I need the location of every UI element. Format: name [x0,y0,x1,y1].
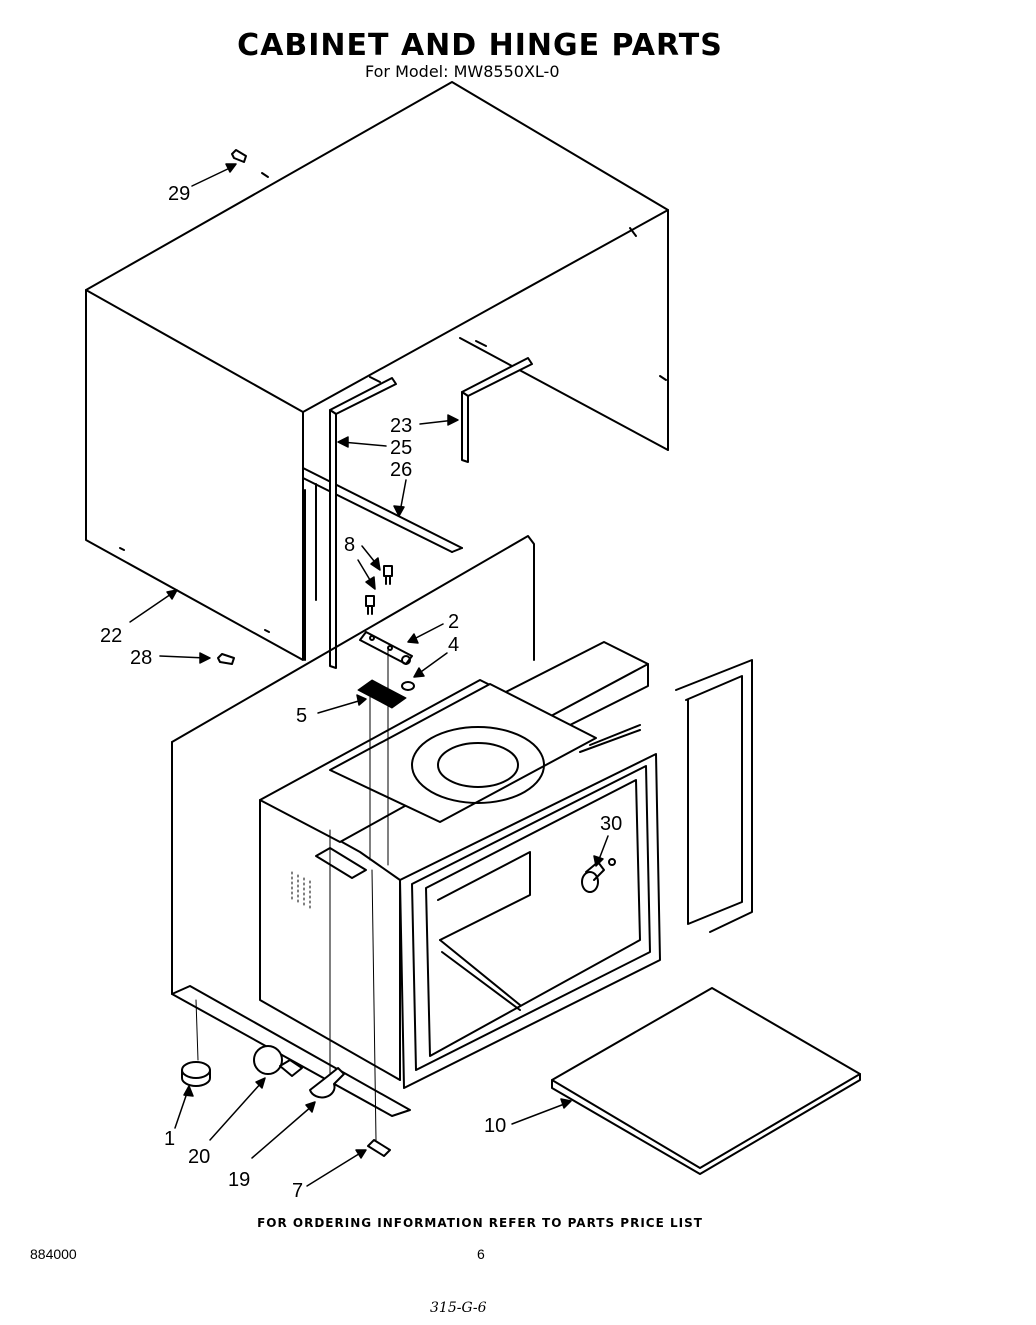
page-number: 6 [477,1246,485,1262]
callout-29: 29 [168,183,190,205]
callout-labels: 29 23 25 26 8 2 4 22 28 5 30 10 1 20 19 … [100,183,622,1202]
callout-28: 28 [130,647,152,669]
model-subtitle: For Model: MW8550XL-0 [365,62,560,81]
callout-22: 22 [100,625,122,647]
callout-25: 25 [390,437,412,459]
leader-lines [129,163,609,1187]
oven-cavity [259,679,661,1089]
diagram-title: CABINET AND HINGE PARTS [237,28,723,63]
callout-4: 4 [448,634,459,656]
handwritten-note: 315-G-6 [430,1300,487,1316]
callout-10: 10 [484,1115,506,1137]
screw-parts [217,149,247,665]
callout-5: 5 [296,705,307,727]
panel-part-10 [551,987,861,1175]
callout-19: 19 [228,1169,250,1191]
callout-7: 7 [292,1180,303,1202]
strip-part-25 [329,377,397,669]
ordering-footer: FOR ORDERING INFORMATION REFER TO PARTS … [257,1216,703,1230]
callout-2: 2 [448,611,459,633]
cabinet-wrapper [85,81,669,661]
callout-23: 23 [390,415,412,437]
callout-26: 26 [390,459,412,481]
side-vent [291,871,311,912]
document-number: 884000 [30,1246,77,1262]
chassis-back-panel [171,535,753,1117]
callout-8: 8 [344,534,355,556]
hinge-assembly [195,565,415,1157]
bracket-part-23 [461,357,533,463]
small-components [181,858,616,1099]
callout-30: 30 [600,813,622,835]
callout-20: 20 [188,1146,210,1168]
callout-1: 1 [164,1128,175,1150]
